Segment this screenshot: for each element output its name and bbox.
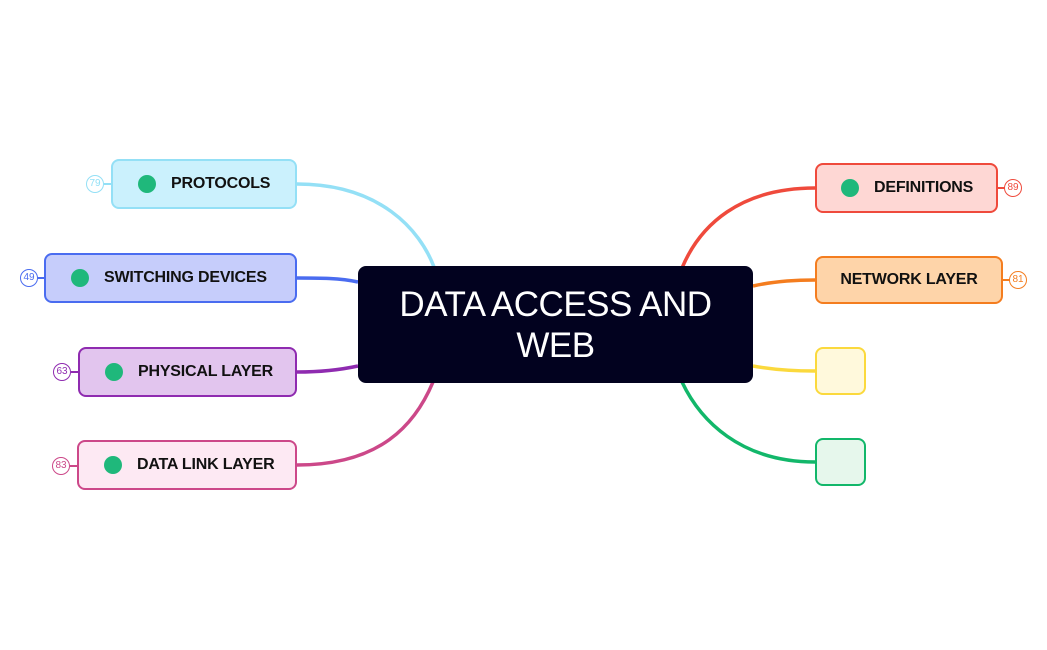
status-dot-icon xyxy=(105,363,123,381)
count-badge-protocols[interactable]: 79 xyxy=(86,175,104,193)
node-label: DATA LINK LAYER xyxy=(137,456,275,473)
node-label: DEFINITIONS xyxy=(874,179,974,196)
node-label: PROTOCOLS xyxy=(171,175,271,192)
link-network-layer xyxy=(752,278,816,288)
count-badge-data-link-layer[interactable]: 83 xyxy=(52,457,70,475)
badge-connector xyxy=(104,183,112,185)
link-empty-green xyxy=(680,381,816,464)
status-dot-icon xyxy=(841,179,859,197)
badge-connector xyxy=(996,187,1005,189)
node-empty-green[interactable] xyxy=(815,438,866,486)
link-empty-yellow xyxy=(752,364,816,373)
count-badge-definitions[interactable]: 89 xyxy=(1004,179,1022,197)
node-switching-devices[interactable]: SWITCHING DEVICES xyxy=(44,253,297,303)
link-physical-layer xyxy=(296,364,359,374)
badge-connector xyxy=(71,371,79,373)
central-topic[interactable]: DATA ACCESS AND WEB xyxy=(358,266,753,383)
link-switching-devices xyxy=(296,276,359,284)
node-data-link-layer[interactable]: DATA LINK LAYER xyxy=(77,440,297,490)
node-label: PHYSICAL LAYER xyxy=(138,363,274,380)
node-label: SWITCHING DEVICES xyxy=(104,269,267,286)
node-definitions[interactable]: DEFINITIONS xyxy=(815,163,998,213)
badge-connector xyxy=(1000,279,1010,281)
node-network-layer[interactable]: NETWORK LAYER xyxy=(815,256,1003,304)
count-badge-switching-devices[interactable]: 49 xyxy=(20,269,38,287)
link-protocols xyxy=(296,182,436,268)
node-empty-yellow[interactable] xyxy=(815,347,866,395)
node-physical-layer[interactable]: PHYSICAL LAYER xyxy=(78,347,297,397)
status-dot-icon xyxy=(71,269,89,287)
node-label: NETWORK LAYER xyxy=(840,271,978,288)
link-data-link-layer xyxy=(296,381,435,467)
link-definitions xyxy=(680,186,816,269)
status-dot-icon xyxy=(138,175,156,193)
node-protocols[interactable]: PROTOCOLS xyxy=(111,159,297,209)
count-badge-network-layer[interactable]: 81 xyxy=(1009,271,1027,289)
central-topic-title: DATA ACCESS AND WEB xyxy=(399,284,712,365)
status-dot-icon xyxy=(104,456,122,474)
badge-connector xyxy=(70,465,78,467)
badge-connector xyxy=(37,277,45,279)
count-badge-physical-layer[interactable]: 63 xyxy=(53,363,71,381)
